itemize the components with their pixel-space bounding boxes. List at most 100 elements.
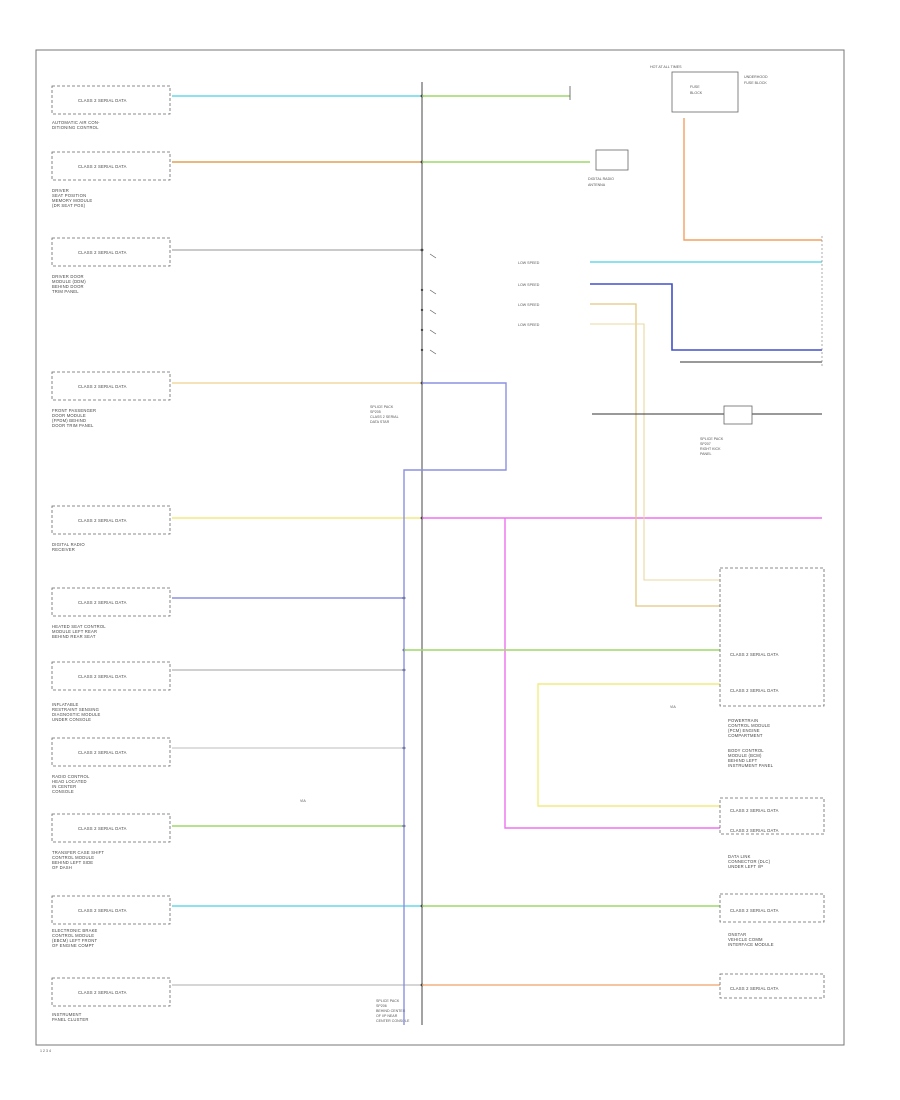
svg-text:CLASS 2 SERIAL DATA: CLASS 2 SERIAL DATA: [78, 908, 127, 913]
svg-text:SPLICE PACK: SPLICE PACK: [376, 999, 400, 1003]
svg-text:ELECTRONIC BRAKE: ELECTRONIC BRAKE: [52, 928, 98, 933]
svg-text:BEHIND LEFT SIDE: BEHIND LEFT SIDE: [52, 860, 93, 865]
module-acctrl: CLASS 2 SERIAL DATA AUTOMATIC AIR CON- D…: [51, 85, 171, 130]
wires-right: [403, 86, 822, 1025]
svg-text:CLASS 2 SERIAL DATA: CLASS 2 SERIAL DATA: [78, 826, 127, 831]
module-ipc: CLASS 2 SERIAL DATA INSTRUMENT PANEL CLU…: [51, 977, 171, 1022]
svg-text:INSTRUMENT PANEL: INSTRUMENT PANEL: [728, 763, 774, 768]
svg-text:CLASS 2 SERIAL DATA: CLASS 2 SERIAL DATA: [78, 384, 127, 389]
svg-text:FUSE: FUSE: [690, 85, 700, 89]
svg-text:OF ENGINE COMPT: OF ENGINE COMPT: [52, 943, 95, 948]
svg-text:LOW SPEED: LOW SPEED: [518, 283, 540, 287]
svg-text:FUSE BLOCK: FUSE BLOCK: [744, 81, 767, 85]
svg-text:LOW SPEED: LOW SPEED: [518, 261, 540, 265]
svg-text:CLASS 2 SERIAL DATA: CLASS 2 SERIAL DATA: [730, 652, 779, 657]
module-title: CLASS 2 SERIAL DATA: [78, 98, 127, 103]
svg-text:TRIM PANEL: TRIM PANEL: [52, 289, 79, 294]
svg-text:(PCM) ENGINE: (PCM) ENGINE: [728, 728, 760, 733]
svg-text:SP206: SP206: [376, 1004, 387, 1008]
svg-text:CLASS 2 SERIAL DATA: CLASS 2 SERIAL DATA: [730, 688, 779, 693]
module-dlc: CLASS 2 SERIAL DATA DATA LINK CONNECTOR …: [719, 854, 825, 923]
svg-text:UNDER LEFT I/P: UNDER LEFT I/P: [728, 864, 763, 869]
svg-text:CONTROL MODULE: CONTROL MODULE: [52, 933, 94, 938]
svg-text:(FPDM) BEHIND: (FPDM) BEHIND: [52, 418, 86, 423]
module-bcm: CLASS 2 SERIAL DATA CLASS 2 SERIAL DATA …: [719, 748, 825, 835]
svg-text:CONTROL MODULE: CONTROL MODULE: [728, 723, 770, 728]
svg-text:DIGITAL RADIO: DIGITAL RADIO: [588, 177, 614, 181]
svg-text:DATA LINK: DATA LINK: [728, 854, 751, 859]
wires-left: [172, 95, 422, 986]
svg-text:OF I/P NEAR: OF I/P NEAR: [376, 1014, 398, 1018]
svg-text:BEHIND LEFT: BEHIND LEFT: [728, 758, 758, 763]
footer-left-code: 1 2 3 4: [40, 1049, 51, 1053]
svg-text:DOOR TRIM PANEL: DOOR TRIM PANEL: [52, 423, 94, 428]
module-onstar: CLASS 2 SERIAL DATA ONSTAR VEHICLE COMM …: [719, 932, 825, 999]
svg-text:INFLATABLE: INFLATABLE: [52, 702, 79, 707]
svg-text:LOW SPEED: LOW SPEED: [518, 323, 540, 327]
svg-text:CONSOLE: CONSOLE: [52, 789, 74, 794]
svg-text:INTERFACE MODULE: INTERFACE MODULE: [728, 942, 774, 947]
svg-text:VEHICLE COMM: VEHICLE COMM: [728, 937, 763, 942]
svg-text:DITIONING CONTROL: DITIONING CONTROL: [52, 125, 99, 130]
svg-text:UNDERHOOD: UNDERHOOD: [744, 75, 768, 79]
bus-pins: [402, 94, 424, 987]
svg-text:CLASS 2 SERIAL DATA: CLASS 2 SERIAL DATA: [78, 674, 127, 679]
svg-text:MODULE LEFT REAR: MODULE LEFT REAR: [52, 629, 97, 634]
module-sdm: CLASS 2 SERIAL DATA INFLATABLE RESTRAINT…: [51, 661, 171, 722]
note-via-2: VIA: [300, 799, 306, 803]
svg-text:CLASS 2 SERIAL DATA: CLASS 2 SERIAL DATA: [730, 986, 779, 991]
svg-text:BEHIND CENTER: BEHIND CENTER: [376, 1009, 406, 1013]
svg-text:CLASS 2 SERIAL DATA: CLASS 2 SERIAL DATA: [78, 600, 127, 605]
svg-text:CENTER CONSOLE: CENTER CONSOLE: [376, 1019, 410, 1023]
splice-label-bottom: SPLICE PACK SP206 BEHIND CENTER OF I/P N…: [376, 999, 410, 1023]
svg-text:DIAGNOSTIC MODULE: DIAGNOSTIC MODULE: [52, 712, 101, 717]
svg-text:CONNECTOR (DLC): CONNECTOR (DLC): [728, 859, 771, 864]
module-radio-head: CLASS 2 SERIAL DATA RADIO CONTROL HEAD L…: [51, 737, 171, 794]
fuse-block: HOT AT ALL TIMES FUSE BLOCK UNDERHOOD FU…: [650, 65, 768, 113]
svg-text:CLASS 2 SERIAL DATA: CLASS 2 SERIAL DATA: [78, 750, 127, 755]
splice-right: SPLICE PACK SP207 RIGHT KICK PANEL: [700, 405, 753, 456]
svg-text:DRIVER DOOR: DRIVER DOOR: [52, 274, 84, 279]
svg-text:DRIVER: DRIVER: [52, 188, 69, 193]
svg-text:UNDER CONSOLE: UNDER CONSOLE: [52, 717, 91, 722]
svg-text:PANEL CLUSTER: PANEL CLUSTER: [52, 1017, 89, 1022]
svg-text:RESTRAINT SENSING: RESTRAINT SENSING: [52, 707, 99, 712]
svg-text:BEHIND DOOR: BEHIND DOOR: [52, 284, 84, 289]
svg-text:CLASS 2 SERIAL DATA: CLASS 2 SERIAL DATA: [78, 250, 127, 255]
svg-text:PANEL: PANEL: [700, 452, 712, 456]
splice-label-top: SPLICE PACK SP205 CLASS 2 SERIAL DATA ST…: [370, 405, 399, 424]
svg-text:CLASS 2 SERIAL: CLASS 2 SERIAL: [370, 415, 399, 419]
svg-text:CLASS 2 SERIAL DATA: CLASS 2 SERIAL DATA: [730, 828, 779, 833]
module-fpdm: CLASS 2 SERIAL DATA FRONT PASSENGER DOOR…: [51, 371, 171, 428]
svg-text:OF DASH: OF DASH: [52, 865, 72, 870]
svg-text:COMPARTMENT: COMPARTMENT: [728, 733, 763, 738]
svg-text:SEAT POSITION: SEAT POSITION: [52, 193, 86, 198]
svg-text:BODY CONTROL: BODY CONTROL: [728, 748, 764, 753]
svg-text:AUTOMATIC AIR CON-: AUTOMATIC AIR CON-: [52, 120, 100, 125]
svg-text:MEMORY MODULE: MEMORY MODULE: [52, 198, 92, 203]
svg-text:LOW SPEED: LOW SPEED: [518, 303, 540, 307]
digital-radio-antenna-box: [595, 149, 629, 171]
diagram-frame: [35, 49, 845, 1046]
svg-text:TRANSFER CASE SHIFT: TRANSFER CASE SHIFT: [52, 850, 104, 855]
svg-text:HEATED SEAT CONTROL: HEATED SEAT CONTROL: [52, 624, 106, 629]
svg-text:ANTENNA: ANTENNA: [588, 183, 606, 187]
module-heated-seat: CLASS 2 SERIAL DATA HEATED SEAT CONTROL …: [51, 587, 171, 639]
svg-text:FRONT PASSENGER: FRONT PASSENGER: [52, 408, 96, 413]
svg-text:CLASS 2 SERIAL DATA: CLASS 2 SERIAL DATA: [78, 518, 127, 523]
svg-text:CLASS 2 SERIAL DATA: CLASS 2 SERIAL DATA: [730, 908, 779, 913]
svg-text:RADIO CONTROL: RADIO CONTROL: [52, 774, 90, 779]
svg-text:ONSTAR: ONSTAR: [728, 932, 746, 937]
note-via: VIA: [670, 705, 676, 709]
svg-text:RIGHT KICK: RIGHT KICK: [700, 447, 721, 451]
module-drseat: CLASS 2 SERIAL DATA DRIVER SEAT POSITION…: [51, 151, 171, 208]
svg-text:POWERTRAIN: POWERTRAIN: [728, 718, 758, 723]
svg-text:(EBCM) LEFT FRONT: (EBCM) LEFT FRONT: [52, 938, 97, 943]
svg-text:CLASS 2 SERIAL DATA: CLASS 2 SERIAL DATA: [730, 808, 779, 813]
svg-text:HOT AT ALL TIMES: HOT AT ALL TIMES: [650, 65, 682, 69]
svg-text:DIGITAL RADIO: DIGITAL RADIO: [52, 542, 85, 547]
low-speed-stubs: LOW SPEED LOW SPEED LOW SPEED LOW SPEED: [429, 253, 540, 355]
module-transfer-case: CLASS 2 SERIAL DATA TRANSFER CASE SHIFT …: [51, 813, 171, 870]
svg-text:MODULE (BCM): MODULE (BCM): [728, 753, 762, 758]
